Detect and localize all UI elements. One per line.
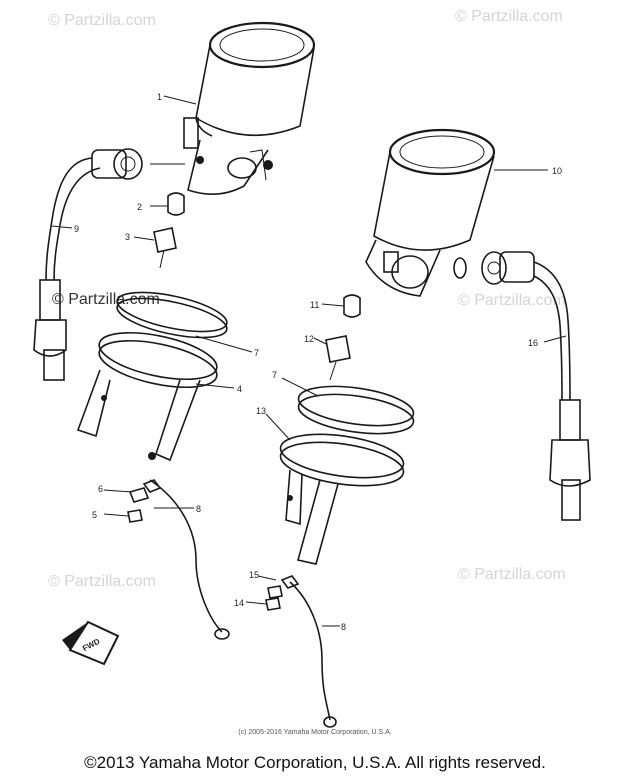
callout-7-left: 7 <box>254 348 259 358</box>
callout-8-left: 8 <box>196 504 201 514</box>
watermark: © Partzilla.com <box>458 566 566 583</box>
watermark: © Partzilla.com <box>455 8 563 25</box>
wire-8-right <box>265 575 337 728</box>
meter-face-left <box>208 21 316 69</box>
leader-lines <box>51 95 567 627</box>
callout-3: 3 <box>125 232 130 242</box>
bulb-and-socket-left <box>153 192 185 269</box>
cable-16 <box>481 251 591 521</box>
callout-4: 4 <box>237 384 242 394</box>
callout-7-right: 7 <box>272 370 277 380</box>
watermark: © Partzilla.com <box>458 292 566 309</box>
watermark: © Partzilla.com <box>52 291 160 308</box>
callout-9: 9 <box>74 224 79 234</box>
callout-11: 11 <box>310 300 319 310</box>
callout-8-right: 8 <box>341 622 346 632</box>
fwd-arrow <box>62 620 120 666</box>
callout-14: 14 <box>234 598 244 608</box>
callout-16: 16 <box>528 338 538 348</box>
callout-15: 15 <box>249 570 259 580</box>
bulb-and-socket-right <box>325 294 361 381</box>
callout-13: 13 <box>256 406 266 416</box>
callout-5: 5 <box>92 510 97 520</box>
cable-9 <box>33 148 185 381</box>
meter-face-right <box>388 128 496 176</box>
callout-2: 2 <box>137 202 142 212</box>
watermark: © Partzilla.com <box>48 12 156 29</box>
callout-12: 12 <box>304 334 314 344</box>
callout-10: 10 <box>552 166 562 176</box>
copyright-small: (c) 2005-2016 Yamaha Motor Corporation, … <box>238 729 392 736</box>
copyright-main: ©2013 Yamaha Motor Corporation, U.S.A. A… <box>84 753 546 772</box>
watermark: © Partzilla.com <box>48 573 156 590</box>
meter-assembly-left <box>183 21 316 195</box>
callout-1: 1 <box>157 92 162 102</box>
callout-6: 6 <box>98 484 103 494</box>
rings-right <box>279 385 415 565</box>
wire-8-left <box>127 479 230 640</box>
rings-left <box>76 291 228 462</box>
meter-assembly-right <box>365 128 496 297</box>
